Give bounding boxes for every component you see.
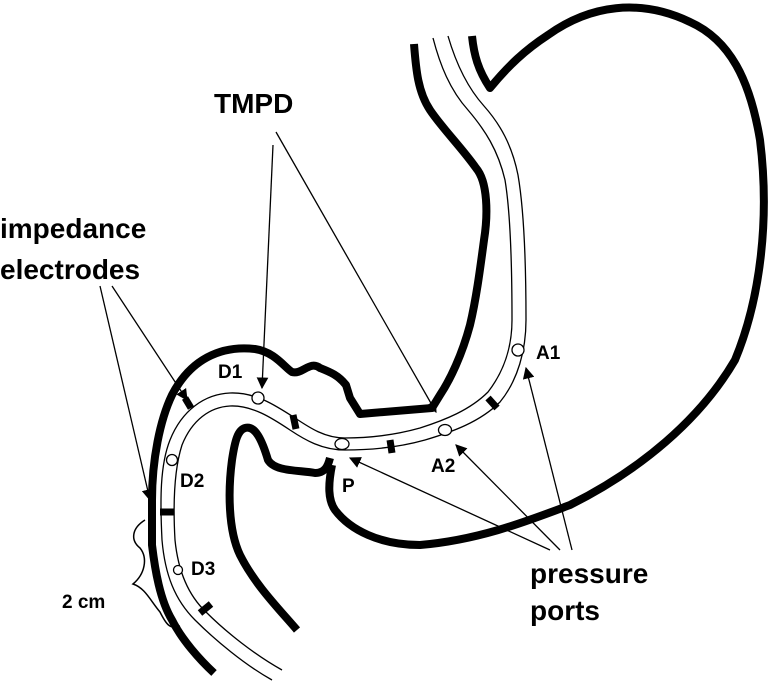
label-tmpd: TMPD <box>214 88 293 119</box>
port-P <box>334 437 350 451</box>
label-port-A2: A2 <box>431 456 455 477</box>
label-port-D1: D1 <box>218 362 243 383</box>
leader-lines <box>99 131 573 551</box>
duodenum-inner-wall <box>225 423 334 633</box>
port-A2 <box>437 423 453 437</box>
label-ports: ports <box>530 595 600 626</box>
pressure-arrow-P <box>348 457 551 551</box>
port-D2 <box>165 453 179 467</box>
port-A1 <box>511 343 525 357</box>
pressure-arrow-A1 <box>522 366 573 551</box>
label-impedance: impedance <box>0 213 146 244</box>
electrode-2 <box>289 414 300 430</box>
electrode-6 <box>197 601 214 616</box>
label-electrodes-text: electrodes <box>0 254 140 285</box>
label-pressure: pressure <box>530 558 648 589</box>
label-port-A1: A1 <box>536 343 561 364</box>
catheter-line-upper <box>160 37 513 681</box>
port-D3 <box>172 564 184 576</box>
scale-brace <box>131 519 181 628</box>
catheter-line-lower <box>173 35 527 671</box>
label-port-P: P <box>342 476 355 497</box>
electrode-3 <box>386 439 396 454</box>
pressure-arrow-A2 <box>455 444 561 551</box>
pressure-ports <box>165 343 525 576</box>
electrode-4 <box>485 395 500 411</box>
tmpd-arrow-d1 <box>256 144 274 390</box>
impedance-arrow-2 <box>99 285 154 502</box>
label-port-D2: D2 <box>180 471 204 492</box>
label-port-D3: D3 <box>191 559 215 580</box>
port-D1 <box>251 391 265 405</box>
greater-curvature-wall <box>325 3 768 549</box>
label-scale: 2 cm <box>62 592 105 613</box>
impedance-arrow-1 <box>111 285 188 401</box>
tmpd-arrow-sphincter <box>275 131 437 414</box>
catheter <box>160 35 527 681</box>
